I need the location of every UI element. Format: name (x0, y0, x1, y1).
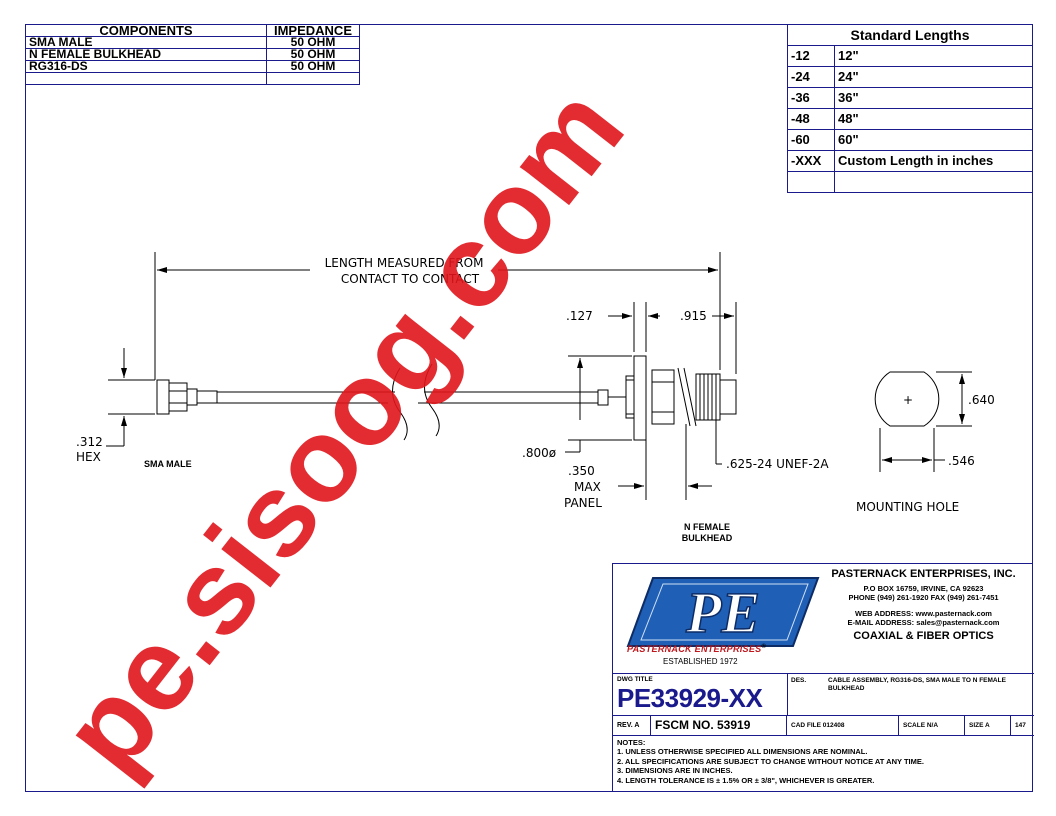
logo-letters: PE (685, 580, 760, 645)
scale: SCALE N/A (899, 715, 965, 735)
company-phone: PHONE (949) 261-1920 FAX (949) 261-7451 (848, 593, 999, 603)
size: SIZE A (965, 715, 1011, 735)
note-item: 2. ALL SPECIFICATIONS ARE SUBJECT TO CHA… (617, 756, 924, 766)
component-name: N FEMALE BULKHEAD (25, 48, 267, 61)
sheet-number: 147 (1015, 721, 1026, 729)
dim-800-dia: .800ø (522, 446, 556, 460)
company-address: P.O BOX 16759, IRVINE, CA 92623 (863, 584, 984, 594)
company-name: PASTERNACK ENTERPRISES, INC. (831, 568, 1016, 580)
watermark: pe.sisoog.com (36, 64, 649, 796)
company-web: WEB ADDRESS: www.pasternack.com (855, 609, 992, 619)
dim-915: .915 (680, 309, 707, 323)
thread-spec: .625-24 UNEF-2A (726, 457, 829, 471)
center-mark: + (903, 393, 913, 407)
n-female-label: N FEMALE (684, 522, 730, 532)
panel-label: PANEL (564, 496, 602, 510)
notes-title: NOTES: (617, 738, 646, 747)
max-label: MAX (574, 480, 601, 494)
company-contact: PASTERNACK ENTERPRISES, INC. P.O BOX 167… (813, 568, 1034, 643)
length-note-line-2: CONTACT TO CONTACT (341, 272, 480, 286)
note-item: 4. LENGTH TOLERANCE IS ± 1.5% OR ± 3/8",… (617, 775, 875, 785)
length-note-line-1: LENGTH MEASURED FROM (325, 256, 484, 270)
component-impedance (266, 72, 360, 85)
dim-127: .127 (566, 309, 593, 323)
impedance-header: IMPEDANCE (266, 24, 360, 37)
mounting-hole-label: MOUNTING HOLE (856, 500, 959, 514)
hex-label: HEX (76, 450, 101, 464)
title-block: PE PASTERNACK ENTERPRISES® ESTABLISHED 1… (612, 563, 1034, 792)
des-label: DES. (791, 677, 807, 684)
drawing-title-row: DWG TITLE PE33929-XX DES. CABLE ASSEMBLY… (613, 673, 1034, 716)
dim-350: .350 (568, 464, 595, 478)
established: ESTABLISHED 1972 (663, 657, 738, 666)
revision-row: REV. A FSCM NO. 53919 CAD FILE 012408 SC… (613, 715, 1034, 736)
cad-file: CAD FILE 012408 (787, 715, 899, 735)
revision: REV. A (613, 715, 651, 735)
fscm-number: FSCM NO. 53919 (651, 715, 787, 735)
company-info: PE PASTERNACK ENTERPRISES® ESTABLISHED 1… (613, 564, 1034, 674)
dim-546: .546 (948, 454, 975, 468)
note-item: 1. UNLESS OTHERWISE SPECIFIED ALL DIMENS… (617, 747, 868, 757)
length-code: -24 (787, 66, 835, 88)
dwg-title-label: DWG TITLE (617, 676, 653, 683)
description: CABLE ASSEMBLY, RG316-DS, SMA MALE TO N … (828, 677, 1006, 693)
dim-640: .640 (968, 393, 995, 407)
notes: NOTES: 1. UNLESS OTHERWISE SPECIFIED ALL… (617, 738, 924, 785)
length-code: -XXX (787, 150, 835, 172)
pe-logo: PE (626, 577, 820, 647)
bulkhead-label: BULKHEAD (682, 533, 733, 543)
length-value (834, 171, 1033, 193)
drawing-frame (25, 24, 1033, 792)
drawing-title-cell: DWG TITLE PE33929-XX (613, 673, 788, 715)
sma-male-label: SMA MALE (144, 459, 192, 469)
length-code: -12 (787, 45, 835, 67)
company-email: E-MAIL ADDRESS: sales@pasternack.com (847, 618, 1000, 628)
note-item: 3. DIMENSIONS ARE IN INCHES. (617, 766, 733, 776)
company-tagline: COAXIAL & FIBER OPTICS (853, 630, 994, 643)
logo-company-name: PASTERNACK ENTERPRISES® (627, 644, 767, 654)
dim-312: .312 (76, 435, 103, 449)
component-impedance: 50 OHM (266, 60, 360, 73)
length-code: -48 (787, 108, 835, 130)
drawing-number: PE33929-XX (617, 683, 763, 713)
